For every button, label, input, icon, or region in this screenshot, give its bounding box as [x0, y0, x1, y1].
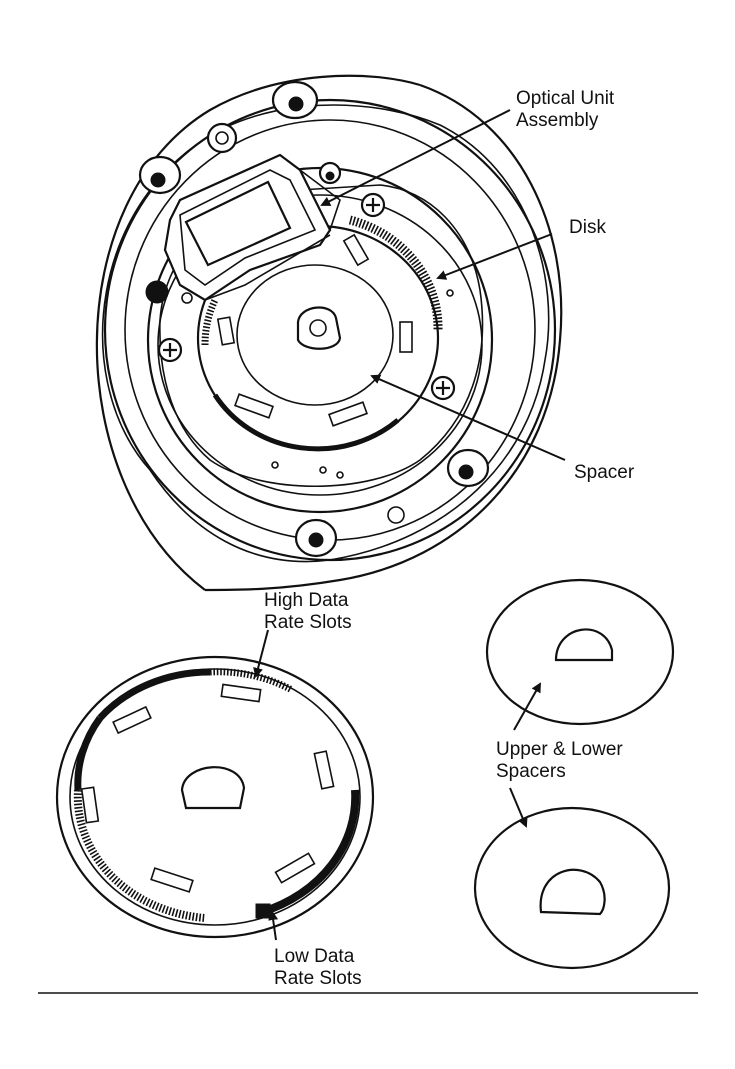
disk-label: Disk [569, 217, 606, 238]
low-data-label-line2: Rate Slots [274, 968, 362, 989]
optical-unit-label: Optical Unit Assembly [516, 88, 614, 132]
mounting-tabs [138, 80, 490, 558]
disk-top [196, 215, 454, 479]
optical-unit-label-line2: Assembly [516, 110, 599, 131]
optical-unit-assembly [163, 153, 341, 302]
low-data-label-line1: Low Data [274, 946, 355, 967]
high-data-label: High Data Rate Slots [264, 590, 352, 634]
lower-spacer [473, 806, 671, 970]
screws [145, 192, 456, 401]
upper-spacer [485, 578, 675, 726]
spacers-label-line1: Upper & Lower [496, 739, 623, 760]
spacer-top [236, 264, 394, 406]
high-data-label-line2: Rate Slots [264, 612, 352, 633]
optical-unit-label-line1: Optical Unit [516, 88, 615, 109]
low-data-label: Low Data Rate Slots [274, 946, 362, 990]
high-data-label-line1: High Data [264, 590, 349, 611]
spacers-label: Upper & Lower Spacers [496, 739, 623, 783]
disk-detail [55, 655, 375, 939]
spacers-label-line2: Spacers [496, 761, 566, 782]
leader-lines [253, 109, 566, 941]
spacer-label: Spacer [574, 462, 635, 483]
